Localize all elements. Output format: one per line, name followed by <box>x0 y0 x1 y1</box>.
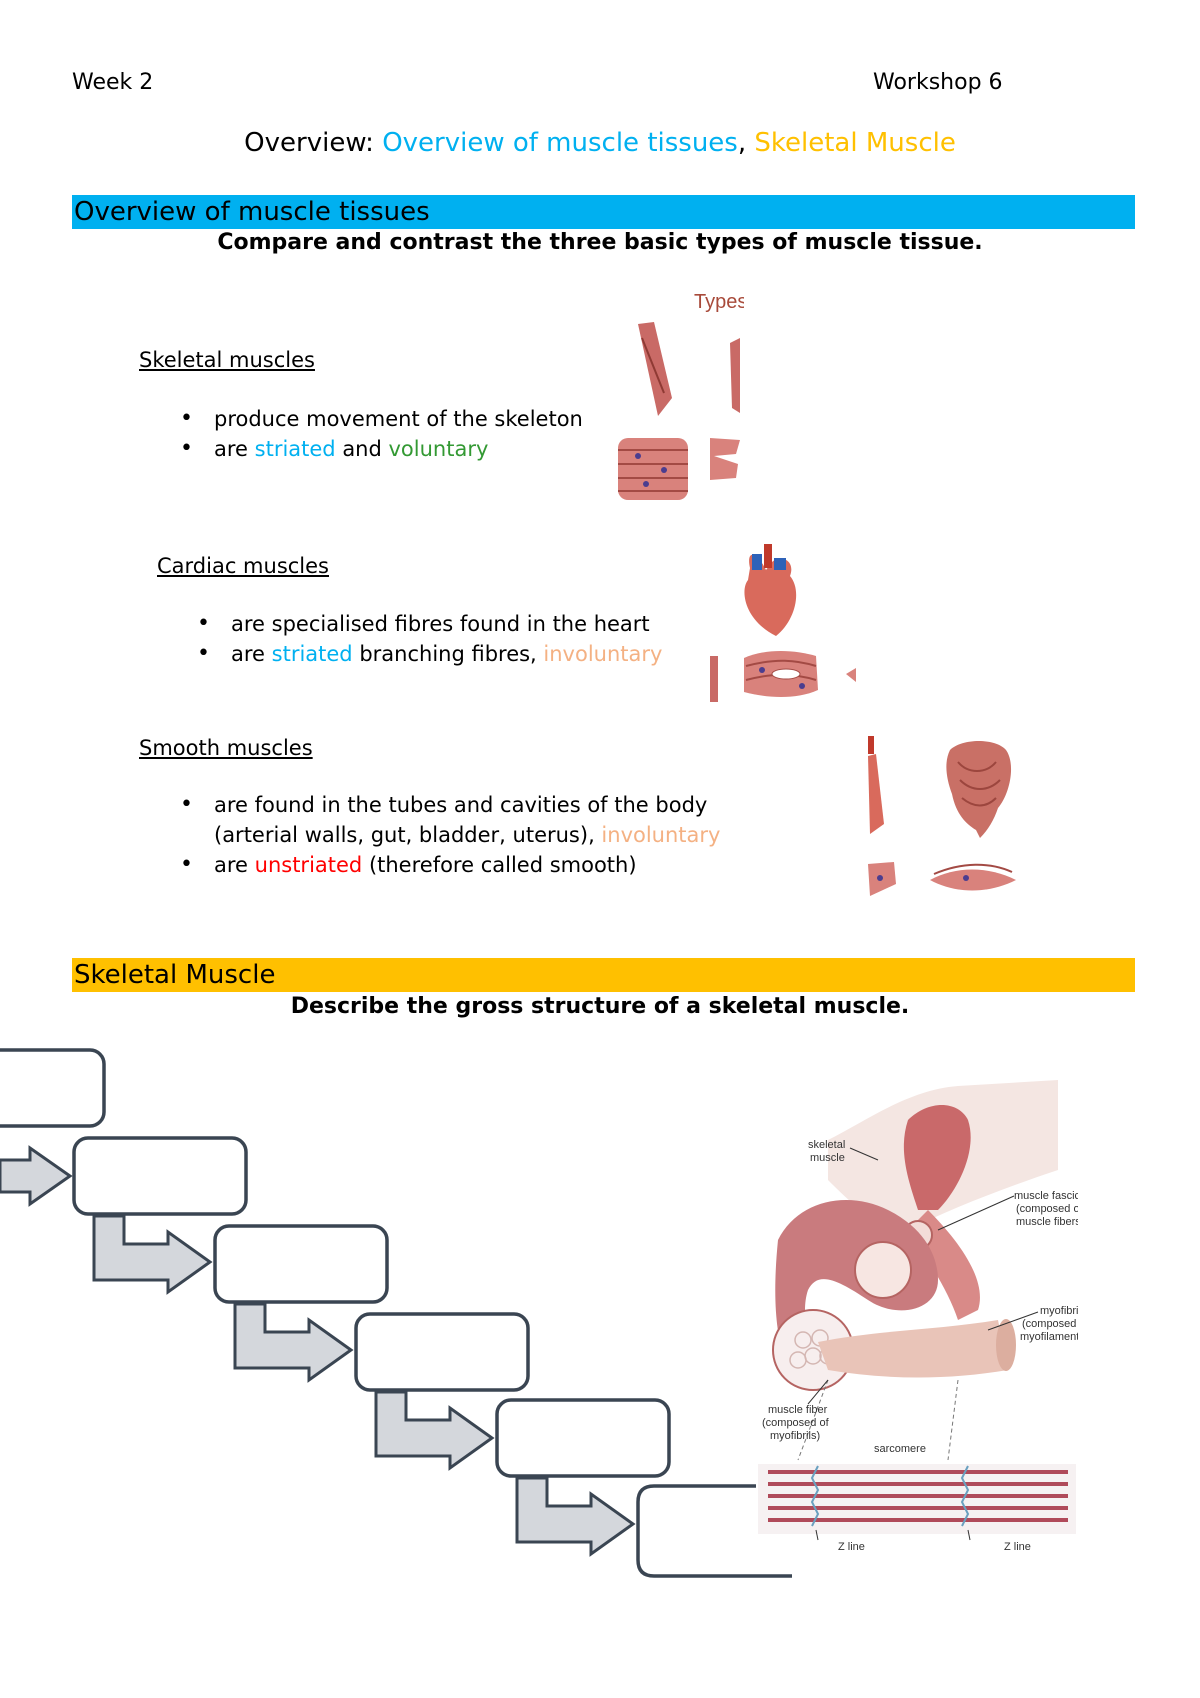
heading-smooth: Smooth muscles <box>139 736 313 760</box>
label-skeletal-muscle-1: skeletal <box>808 1139 845 1151</box>
title-sep: , <box>737 128 755 158</box>
skeletal-muscle-image: Types o <box>618 291 744 500</box>
cardiac-muscle-image <box>710 544 856 702</box>
question-compare: Compare and contrast the three basic typ… <box>217 230 983 255</box>
fascicle-cross-section <box>854 1241 912 1299</box>
flow-box-3 <box>213 1224 389 1304</box>
heart-shape <box>744 554 797 636</box>
label-myofibril-1: myofibril <box>1040 1305 1078 1317</box>
title-part1: Overview of muscle tissues <box>382 128 738 158</box>
list-item: are striated branching fibres, involunta… <box>191 639 662 669</box>
list-item: are specialised fibres found in the hear… <box>191 609 662 639</box>
bicep-shape <box>903 1105 971 1210</box>
label-fiber-2: (composed of <box>762 1417 830 1429</box>
flow-arrow-5 <box>515 1476 636 1557</box>
list-item: are striated and voluntary <box>174 434 583 464</box>
list-smooth: are found in the tubes and cavities of t… <box>174 790 720 880</box>
question-describe: Describe the gross structure of a skelet… <box>290 994 910 1019</box>
myofibril-shape <box>818 1320 1008 1378</box>
flow-arrow-2 <box>92 1214 213 1295</box>
flow-box-4 <box>354 1312 530 1392</box>
label-sarcomere: sarcomere <box>874 1443 926 1455</box>
flow-arrow-4 <box>374 1390 495 1471</box>
hierarchy-flow-diagram <box>0 1048 792 1578</box>
smooth-fibers-right <box>930 869 1016 891</box>
section-band-overview: Overview of muscle tissues <box>72 195 1135 229</box>
list-cardiac: are specialised fibres found in the hear… <box>191 609 662 669</box>
header-workshop: Workshop 6 <box>873 70 1003 95</box>
page-title: Overview: Overview of muscle tissues, Sk… <box>0 128 1200 158</box>
label-myofibril-3: myofilaments) <box>1020 1331 1078 1343</box>
striated-fibers-shape <box>618 438 688 500</box>
sarcomere-bands <box>758 1464 1076 1534</box>
list-item: are unstriated (therefore called smooth) <box>174 850 720 880</box>
flow-arrow-1 <box>0 1145 73 1207</box>
skeletal-muscle-structure-image: skeletal muscle muscle fascicle (compose… <box>758 1080 1078 1553</box>
smooth-muscle-image <box>868 736 1016 896</box>
label-zline-right: Z line <box>1004 1541 1031 1553</box>
title-part2: Skeletal Muscle <box>754 128 956 158</box>
header-week: Week 2 <box>72 70 154 95</box>
image-caption-types: Types o <box>694 291 744 313</box>
section-band-skeletal: Skeletal Muscle <box>72 958 1135 992</box>
label-fascicle-2: (composed of <box>1016 1203 1078 1215</box>
list-item: produce movement of the skeleton <box>174 404 583 434</box>
heading-skeletal: Skeletal muscles <box>139 348 315 372</box>
flow-arrow-3 <box>233 1302 354 1383</box>
list-item: are found in the tubes and cavities of t… <box>174 790 720 850</box>
label-fiber-1: muscle fiber <box>768 1404 828 1416</box>
flow-box-6 <box>636 1484 792 1578</box>
label-fascicle-1: muscle fascicle <box>1014 1190 1078 1202</box>
list-skeletal: produce movement of the skeleton are str… <box>174 404 583 464</box>
label-myofibril-2: (composed of <box>1022 1318 1078 1330</box>
label-skeletal-muscle-2: muscle <box>810 1152 845 1164</box>
title-prefix: Overview: <box>244 128 383 158</box>
flow-box-5 <box>495 1398 671 1478</box>
heading-cardiac: Cardiac muscles <box>157 554 329 578</box>
label-zline-left: Z line <box>838 1541 865 1553</box>
flow-box-1 <box>0 1048 106 1128</box>
flow-box-2 <box>72 1136 248 1216</box>
label-fascicle-3: muscle fibers) <box>1016 1216 1078 1228</box>
label-fiber-3: myofibrils) <box>770 1430 820 1442</box>
